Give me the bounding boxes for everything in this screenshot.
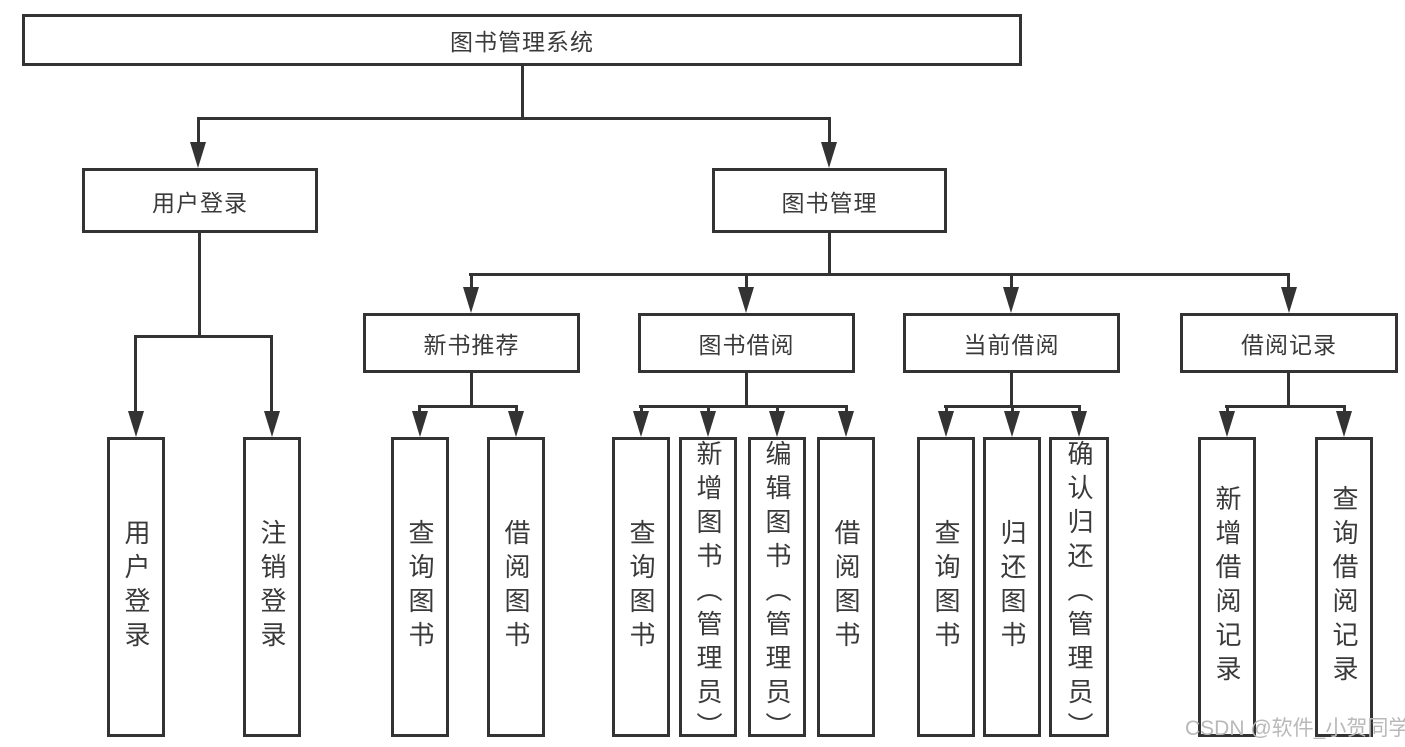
connector-line: [1011, 405, 1014, 411]
leaf-current-confirm-return-admin-label: 确认归还（管理员）: [1064, 440, 1094, 746]
connector-line: [470, 273, 473, 287]
connector-line: [521, 66, 524, 117]
leaf-records-add-record: 新增借阅记录: [1198, 437, 1256, 737]
connector-line: [707, 405, 710, 411]
arrow-down-icon: [264, 411, 280, 437]
leaf-logout-label: 注销登录: [257, 519, 287, 655]
node-book-borrowing-label: 图书借阅: [698, 332, 795, 358]
connector-line: [1343, 405, 1346, 411]
node-root-label: 图书管理系统: [450, 29, 594, 55]
leaf-user-login-label: 用户登录: [121, 519, 151, 655]
node-root: 图书管理系统: [22, 14, 1022, 66]
leaf-current-confirm-return-admin: 确认归还（管理员）: [1049, 437, 1109, 746]
leaf-current-return-books-label: 归还图书: [997, 519, 1027, 655]
node-user-login: 用户登录: [82, 168, 318, 233]
node-new-book-recommend: 新书推荐: [363, 313, 580, 373]
connector-line: [1287, 273, 1290, 287]
arrow-down-icon: [700, 411, 716, 437]
connector-line: [1078, 405, 1081, 411]
leaf-borrowing-query-books: 查询图书: [612, 437, 670, 737]
leaf-recommend-borrow-books: 借阅图书: [487, 437, 545, 737]
leaf-current-return-books: 归还图书: [983, 437, 1041, 737]
connector-line: [515, 405, 518, 411]
leaf-recommend-borrow-books-label: 借阅图书: [501, 519, 531, 655]
connector-line: [418, 405, 421, 411]
arrow-down-icon: [1219, 411, 1235, 437]
arrow-down-icon: [633, 411, 649, 437]
arrow-down-icon: [412, 411, 428, 437]
connector-line: [745, 373, 748, 405]
node-borrow-records: 借阅记录: [1180, 313, 1398, 373]
connector-line: [469, 273, 1290, 276]
node-current-borrowing: 当前借阅: [903, 313, 1120, 373]
node-book-borrowing: 图书借阅: [638, 313, 855, 373]
connector-line: [945, 405, 948, 411]
connector-line: [197, 117, 200, 142]
arrow-down-icon: [821, 142, 837, 168]
leaf-borrowing-add-books-admin: 新增图书（管理员）: [679, 437, 737, 746]
connector-line: [418, 405, 518, 408]
leaf-current-query-books: 查询图书: [917, 437, 975, 737]
arrow-down-icon: [1003, 287, 1019, 313]
leaf-records-query-record-label: 查询借阅记录: [1329, 485, 1359, 689]
connector-line: [1010, 373, 1013, 405]
node-book-management: 图书管理: [712, 168, 947, 233]
connector-line: [470, 373, 473, 405]
leaf-borrowing-edit-books-admin: 编辑图书（管理员）: [748, 437, 806, 746]
leaf-borrowing-edit-books-admin-label: 编辑图书（管理员）: [762, 440, 792, 746]
leaf-logout: 注销登录: [243, 437, 301, 737]
node-new-book-recommend-label: 新书推荐: [423, 332, 520, 358]
arrow-down-icon: [1336, 411, 1352, 437]
arrow-down-icon: [738, 287, 754, 313]
connector-line: [745, 273, 748, 287]
csdn-watermark: CSDN @软件_小贺同学: [1185, 717, 1405, 740]
connector-line: [134, 335, 137, 411]
leaf-borrowing-borrow-books: 借阅图书: [817, 437, 875, 737]
arrow-down-icon: [190, 142, 206, 168]
connector-line: [198, 233, 201, 335]
leaf-borrowing-borrow-books-label: 借阅图书: [831, 519, 861, 655]
connector-line: [828, 117, 831, 142]
connector-line: [828, 233, 831, 273]
leaf-records-add-record-label: 新增借阅记录: [1212, 485, 1242, 689]
arrow-down-icon: [1004, 411, 1020, 437]
leaf-records-query-record: 查询借阅记录: [1315, 437, 1373, 737]
connector-line: [639, 405, 847, 408]
leaf-borrowing-add-books-admin-label: 新增图书（管理员）: [693, 440, 723, 746]
leaf-user-login: 用户登录: [107, 437, 165, 737]
connector-line: [270, 335, 273, 411]
connector-line: [1010, 273, 1013, 287]
arrow-down-icon: [508, 411, 524, 437]
node-borrow-records-label: 借阅记录: [1241, 332, 1337, 358]
arrow-down-icon: [938, 411, 954, 437]
node-current-borrowing-label: 当前借阅: [963, 332, 1060, 358]
leaf-recommend-query-books: 查询图书: [391, 437, 449, 737]
connector-line: [1226, 405, 1229, 411]
leaf-recommend-query-books-label: 查询图书: [405, 519, 435, 655]
connector-line: [134, 335, 273, 338]
arrow-down-icon: [128, 411, 144, 437]
arrow-down-icon: [838, 411, 854, 437]
arrow-down-icon: [1071, 411, 1087, 437]
connector-line: [640, 405, 643, 411]
connector-line: [845, 405, 848, 411]
node-user-login-label: 用户登录: [152, 189, 248, 216]
node-book-management-label: 图书管理: [781, 189, 878, 216]
arrow-down-icon: [769, 411, 785, 437]
leaf-borrowing-query-books-label: 查询图书: [626, 519, 656, 655]
connector-line: [1225, 405, 1345, 408]
connector-line: [197, 117, 831, 120]
leaf-current-query-books-label: 查询图书: [931, 519, 961, 655]
connector-line: [1287, 373, 1290, 405]
connector-line: [776, 405, 779, 411]
arrow-down-icon: [463, 287, 479, 313]
arrow-down-icon: [1281, 287, 1297, 313]
